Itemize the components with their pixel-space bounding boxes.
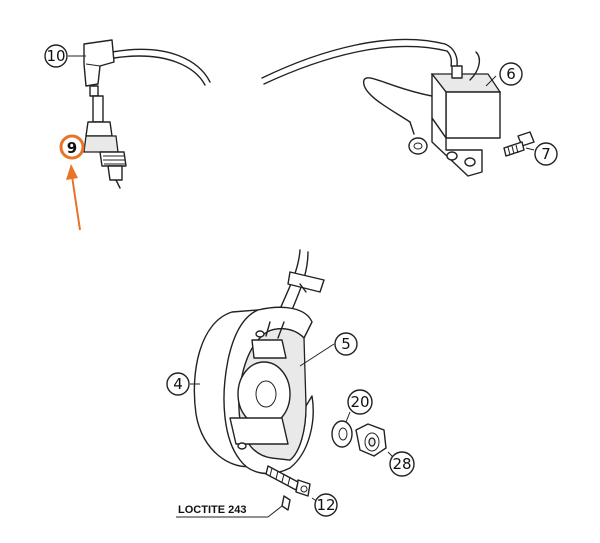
callout-10: 10	[44, 44, 68, 68]
spark-plug-cap	[83, 39, 115, 97]
callout-12: 12	[314, 493, 338, 517]
callout-label-28: 28	[392, 455, 411, 473]
callout-20: 20	[347, 389, 373, 415]
callout-5: 5	[334, 332, 358, 356]
coil-bolt	[503, 131, 535, 157]
loctite-note: LOCTITE 243	[178, 504, 246, 516]
callout-label-12: 12	[316, 496, 335, 514]
callout-label-10: 10	[46, 47, 65, 65]
stator-plate	[193, 306, 314, 475]
washer	[331, 420, 353, 448]
callout-label-4: 4	[173, 375, 183, 393]
callout-label-6: 6	[506, 65, 516, 83]
spark-plug	[83, 95, 127, 189]
ignition-coil	[363, 51, 502, 177]
callout-label-7: 7	[541, 145, 551, 163]
stator-screw	[265, 465, 311, 511]
callout-7: 7	[534, 142, 558, 166]
callout-label-9: 9	[67, 139, 77, 157]
ignition-cable	[111, 38, 458, 86]
callout-label-20: 20	[350, 393, 369, 411]
callout-9: 9	[59, 134, 85, 160]
callout-label-5: 5	[341, 335, 351, 353]
highlight-arrow	[66, 164, 81, 231]
callout-28: 28	[389, 451, 415, 477]
callout-6: 6	[499, 62, 523, 86]
nut	[355, 423, 387, 457]
callout-4: 4	[166, 372, 190, 396]
